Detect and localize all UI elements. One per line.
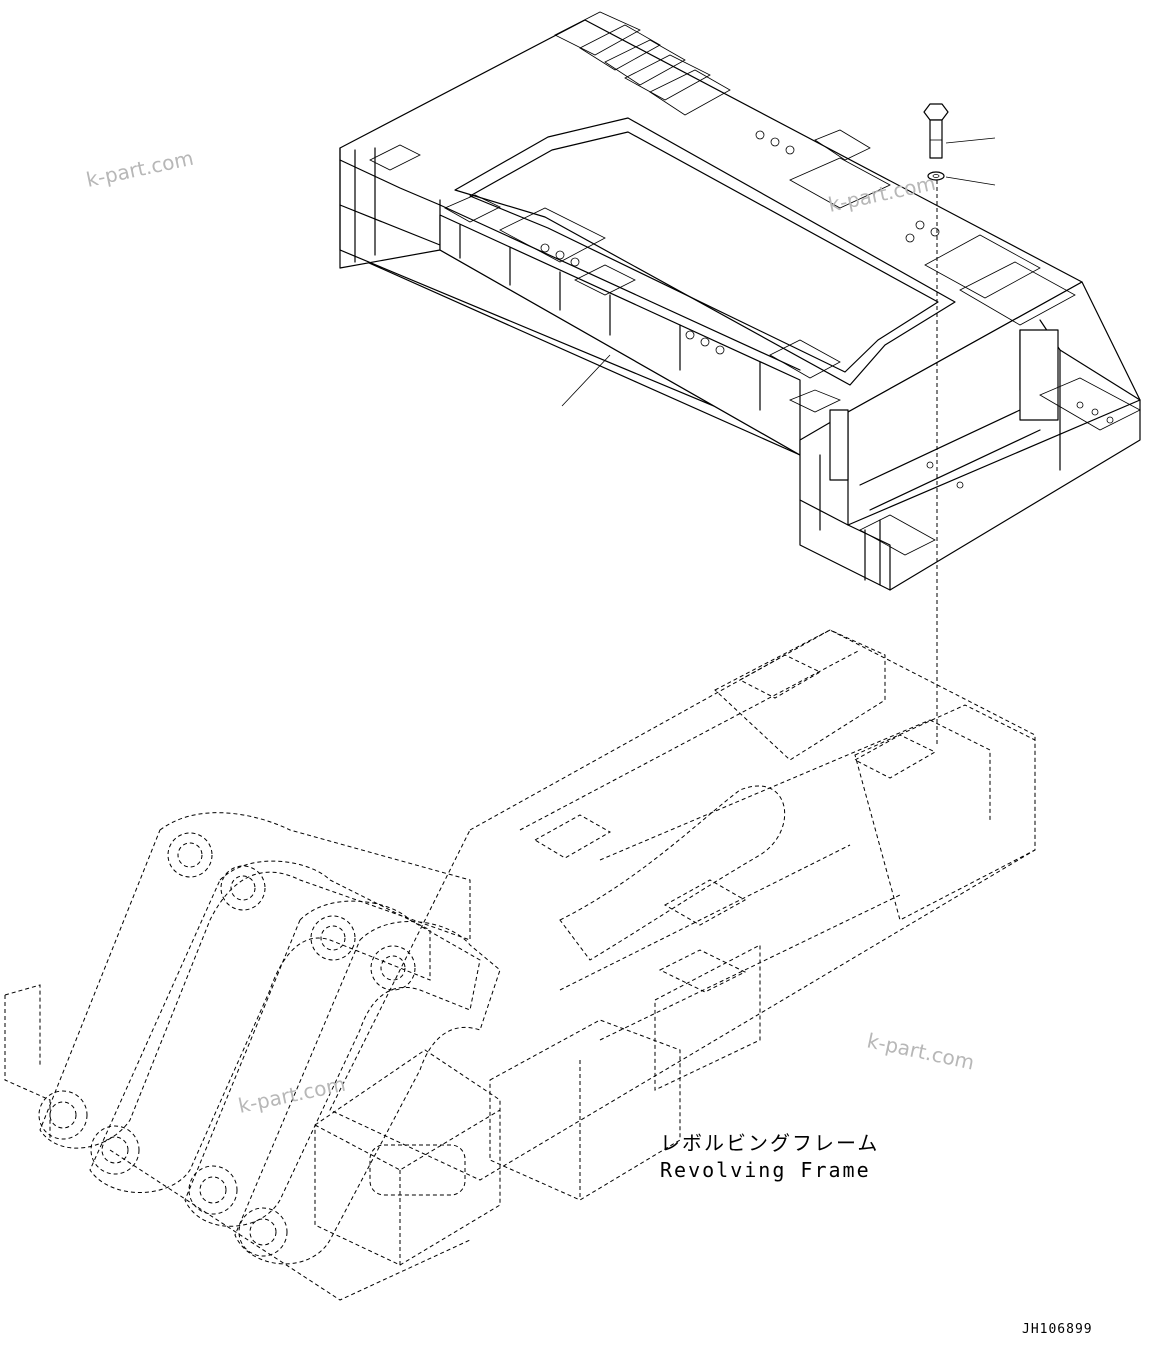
bolt	[923, 103, 996, 159]
watermark-1: k-part.com	[84, 146, 196, 192]
bolt-holes	[540, 130, 1114, 489]
watermark-3: k-part.com	[865, 1028, 977, 1074]
pin-boss-upper	[167, 832, 416, 991]
upper-frame-leader	[561, 354, 611, 407]
pin-boss-lower	[38, 1090, 288, 1257]
washer-leader	[945, 176, 996, 186]
revolving-frame-label-jp: レボルビングフレーム	[660, 1131, 879, 1155]
drawing-code: JH106899	[1022, 1322, 1093, 1337]
bolt-leader	[945, 137, 996, 144]
revolving-frame	[4, 629, 1036, 1301]
revolving-frame-label-en: Revolving Frame	[660, 1158, 871, 1182]
upper-frame	[339, 11, 1141, 591]
washer	[927, 171, 996, 186]
watermark-4: k-part.com	[236, 1072, 348, 1118]
